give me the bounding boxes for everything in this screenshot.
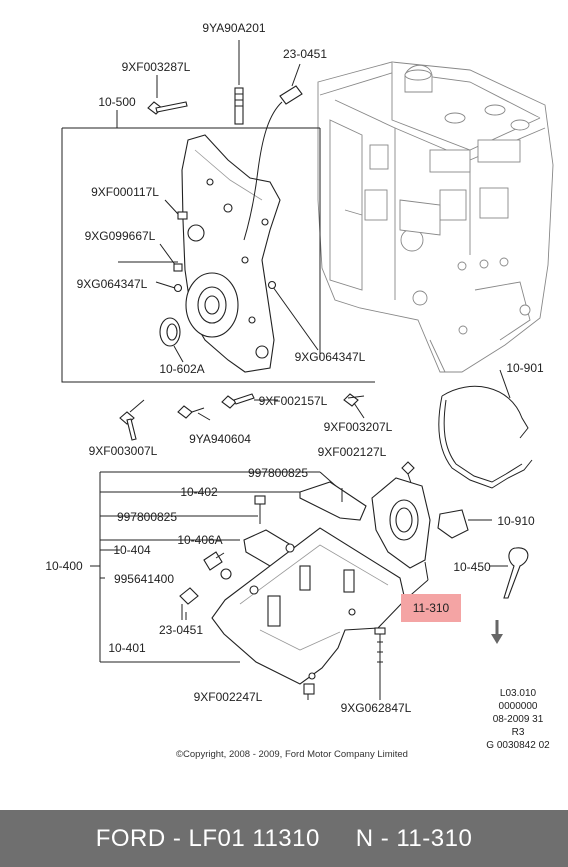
dowel-9XG064347L-a bbox=[155, 281, 183, 293]
label-10-602A: 10-602A bbox=[159, 362, 204, 376]
dipstick-10-450 bbox=[490, 547, 529, 599]
label-10-401: 10-401 bbox=[108, 641, 146, 655]
bolt-9XG062847L bbox=[374, 627, 386, 690]
label-9XF000117L: 9XF000117L bbox=[91, 185, 159, 199]
exploded-parts-diagram: 9YA90A201 23-0451 9XF003287L 10-500 9XF0… bbox=[45, 21, 554, 760]
gasket-10-901 bbox=[438, 369, 533, 489]
timing-cover-group-frame bbox=[61, 110, 375, 383]
bolt-9XF003207L bbox=[343, 393, 365, 419]
label-11-310: 11-310 bbox=[413, 601, 450, 615]
label-9XF003287L: 9XF003287L bbox=[122, 60, 191, 74]
info-line-4: R3 bbox=[512, 727, 525, 738]
stud-9YA90A201 bbox=[234, 40, 244, 125]
label-23-0451-top: 23-0451 bbox=[283, 47, 327, 61]
info-line-3: 08-2009 31 bbox=[493, 714, 544, 725]
label-10-402: 10-402 bbox=[180, 485, 218, 499]
bolt-9XF002157L bbox=[221, 393, 258, 409]
label-9XG064347L-b: 9XG064347L bbox=[295, 350, 366, 364]
highlight-11-310 bbox=[401, 594, 461, 622]
sensor-10-404 bbox=[203, 551, 232, 580]
label-9YA90A201: 9YA90A201 bbox=[202, 21, 265, 35]
copyright-notice: ©Copyright, 2008 - 2009, Ford Motor Comp… bbox=[176, 749, 408, 760]
seal-10-602A bbox=[159, 317, 184, 363]
label-10-910: 10-910 bbox=[497, 514, 535, 528]
timing-cover bbox=[181, 134, 281, 373]
bolt-997800825 bbox=[254, 495, 266, 524]
info-line-2: 0000000 bbox=[499, 701, 538, 712]
label-997800825-b: 997800825 bbox=[117, 510, 177, 524]
footer-right-part-number: N - 11-310 bbox=[355, 824, 473, 852]
oil-pan-group-bracket bbox=[90, 471, 346, 663]
label-9XF003207L: 9XF003207L bbox=[324, 420, 393, 434]
label-9XG064347L-a: 9XG064347L bbox=[77, 277, 148, 291]
label-9XF002247L: 9XF002247L bbox=[194, 690, 263, 704]
label-9YA940604: 9YA940604 bbox=[189, 432, 251, 446]
label-9XF002157L: 9XF002157L bbox=[259, 394, 328, 408]
bolt-9XF002127L bbox=[401, 461, 415, 487]
footer-left-part-number: FORD - LF01 11310 bbox=[95, 824, 320, 852]
sensor-23-0451-bottom bbox=[179, 587, 199, 620]
drawing-info-block: L03.010 0000000 08-2009 31 R3 G 0030842 … bbox=[486, 688, 550, 751]
label-9XG062847L: 9XG062847L bbox=[341, 701, 412, 715]
label-10-901: 10-901 bbox=[506, 361, 544, 375]
oil-pan-10-401 bbox=[211, 527, 406, 685]
label-9XG099667L: 9XG099667L bbox=[85, 229, 156, 243]
leader-lines bbox=[118, 261, 381, 700]
part-10-910 bbox=[437, 509, 492, 539]
part-labels: 9YA90A201 23-0451 9XF003287L 10-500 9XF0… bbox=[45, 21, 544, 715]
bolt-9YA940604 bbox=[177, 405, 211, 421]
plug-9XG099667L bbox=[159, 243, 183, 272]
seal-housing-11-310 bbox=[371, 477, 431, 601]
info-line-1: L03.010 bbox=[500, 688, 537, 699]
bolt-9XF000117L bbox=[164, 199, 188, 220]
footer-spacer bbox=[320, 825, 356, 853]
gasket-10-402 bbox=[299, 481, 367, 521]
label-10-500: 10-500 bbox=[98, 95, 136, 109]
bolt-9XF003287L bbox=[147, 75, 188, 115]
label-9XF002127L: 9XF002127L bbox=[318, 445, 387, 459]
label-997800825-a: 997800825 bbox=[248, 466, 308, 480]
info-line-5: G 0030842 02 bbox=[486, 740, 550, 751]
label-995641400: 995641400 bbox=[114, 572, 174, 586]
bolt-9XF003007L bbox=[119, 399, 145, 441]
label-9XF003007L: 9XF003007L bbox=[89, 444, 158, 458]
label-10-400: 10-400 bbox=[45, 559, 83, 573]
drain-bolt-9XF002247L bbox=[303, 683, 315, 695]
sensor-23-0451-top bbox=[243, 63, 303, 241]
label-10-450: 10-450 bbox=[453, 560, 491, 574]
label-10-406A: 10-406A bbox=[177, 533, 222, 547]
label-10-404: 10-404 bbox=[113, 543, 151, 557]
dowel-9XG064347L-b bbox=[267, 280, 319, 351]
label-23-0451-bottom: 23-0451 bbox=[159, 623, 203, 637]
reference-arrow bbox=[491, 620, 503, 644]
part-number-footer: FORD - LF01 11310 N - 11-310 bbox=[0, 810, 568, 867]
engine-block-illustration bbox=[317, 61, 554, 373]
